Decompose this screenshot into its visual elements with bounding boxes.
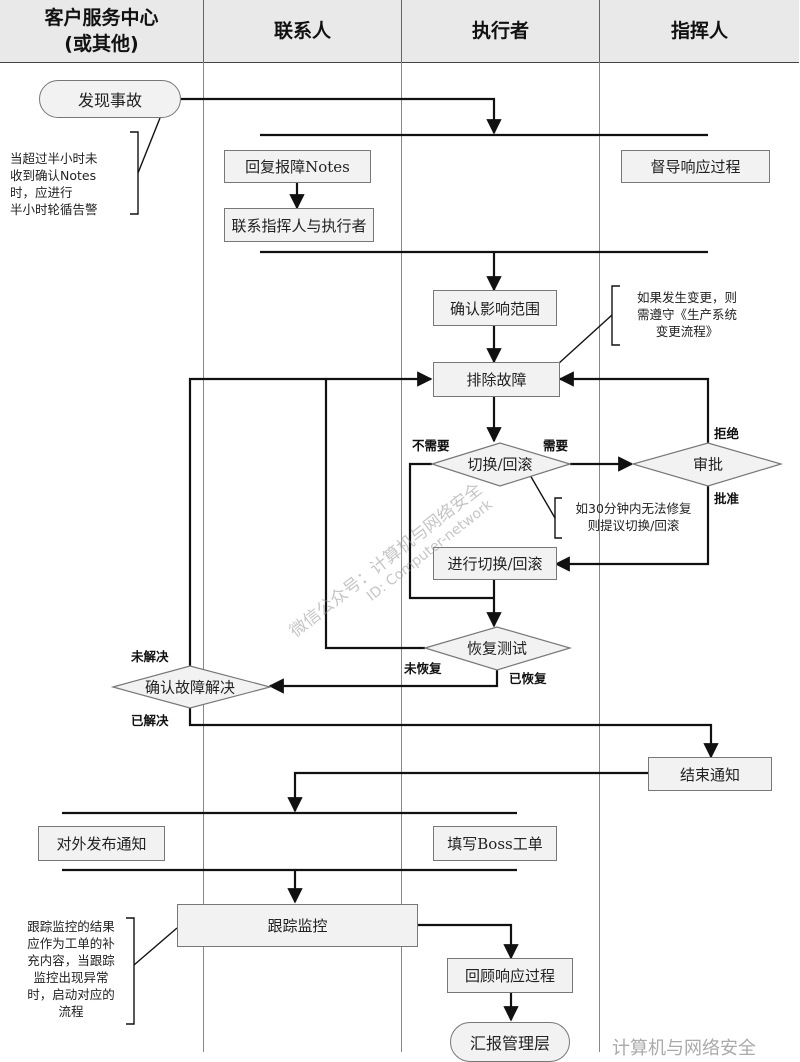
thirty-minute-note: 如30分钟内无法修复 则提议切换/回滚	[575, 501, 692, 533]
lane-divider	[599, 62, 600, 1052]
approved-label: 批准	[714, 491, 740, 506]
troubleshoot-node: 排除故障	[433, 362, 560, 397]
do-switch-node: 进行切换/回滚	[433, 547, 557, 580]
publish-notice-node: 对外发布通知	[38, 826, 165, 861]
lane-header-commander: 指挥人	[600, 0, 799, 63]
tracking-note: 跟踪监控的结果 应作为工单的补 充内容，当跟踪 监控出现异常 时，启动对应的 流…	[27, 919, 115, 1019]
contact-commander-executor-node: 联系指挥人与执行者	[224, 208, 374, 242]
reply-notes-node: 回复报障Notes	[224, 150, 371, 183]
unresolved-label: 未解决	[131, 649, 169, 664]
boss-ticket-node: 填写Boss工单	[433, 826, 557, 861]
recovered-label: 已恢复	[509, 671, 547, 686]
lane-header-customer-service: 客户服务中心 (或其他)	[0, 0, 204, 63]
resolved-label: 已解决	[131, 713, 169, 728]
track-monitor-node: 跟踪监控	[177, 904, 418, 947]
not-recovered-label: 未恢复	[404, 661, 442, 676]
end-notice-node: 结束通知	[648, 757, 772, 791]
supervise-response-node: 督导响应过程	[621, 150, 770, 183]
recovery-test-label: 恢复测试	[466, 639, 528, 658]
reject-label: 拒绝	[714, 426, 740, 441]
lane-header-executor: 执行者	[402, 0, 600, 63]
half-hour-alert-note: 当超过半小时未 收到确认Notes 时，应进行 半小时轮循告警	[10, 151, 98, 217]
lane-divider	[203, 62, 204, 1052]
no-need-label: 不需要	[412, 438, 450, 453]
approve-diamond	[630, 442, 784, 487]
switch-decision-diamond	[430, 442, 573, 487]
discover-incident-node: 发现事故	[39, 80, 181, 118]
confirm-resolved-label: 确认故障解决	[144, 678, 236, 697]
lane-divider	[401, 62, 402, 1052]
review-response-node: 回顾响应过程	[447, 958, 573, 993]
lane-header-contact: 联系人	[204, 0, 402, 63]
recovery-test-diamond	[422, 626, 573, 671]
footer-watermark: 计算机与网络安全	[612, 1038, 756, 1059]
switch-decision-label: 切换/回滚	[467, 455, 533, 474]
confirm-scope-node: 确认影响范围	[433, 290, 557, 326]
change-flow-note: 如果发生变更，则 需遵守《生产系统 变更流程》	[636, 290, 737, 339]
confirm-resolved-diamond	[110, 665, 273, 709]
approve-label: 审批	[692, 455, 724, 474]
need-label: 需要	[543, 438, 569, 453]
report-management-node: 汇报管理层	[450, 1022, 570, 1062]
